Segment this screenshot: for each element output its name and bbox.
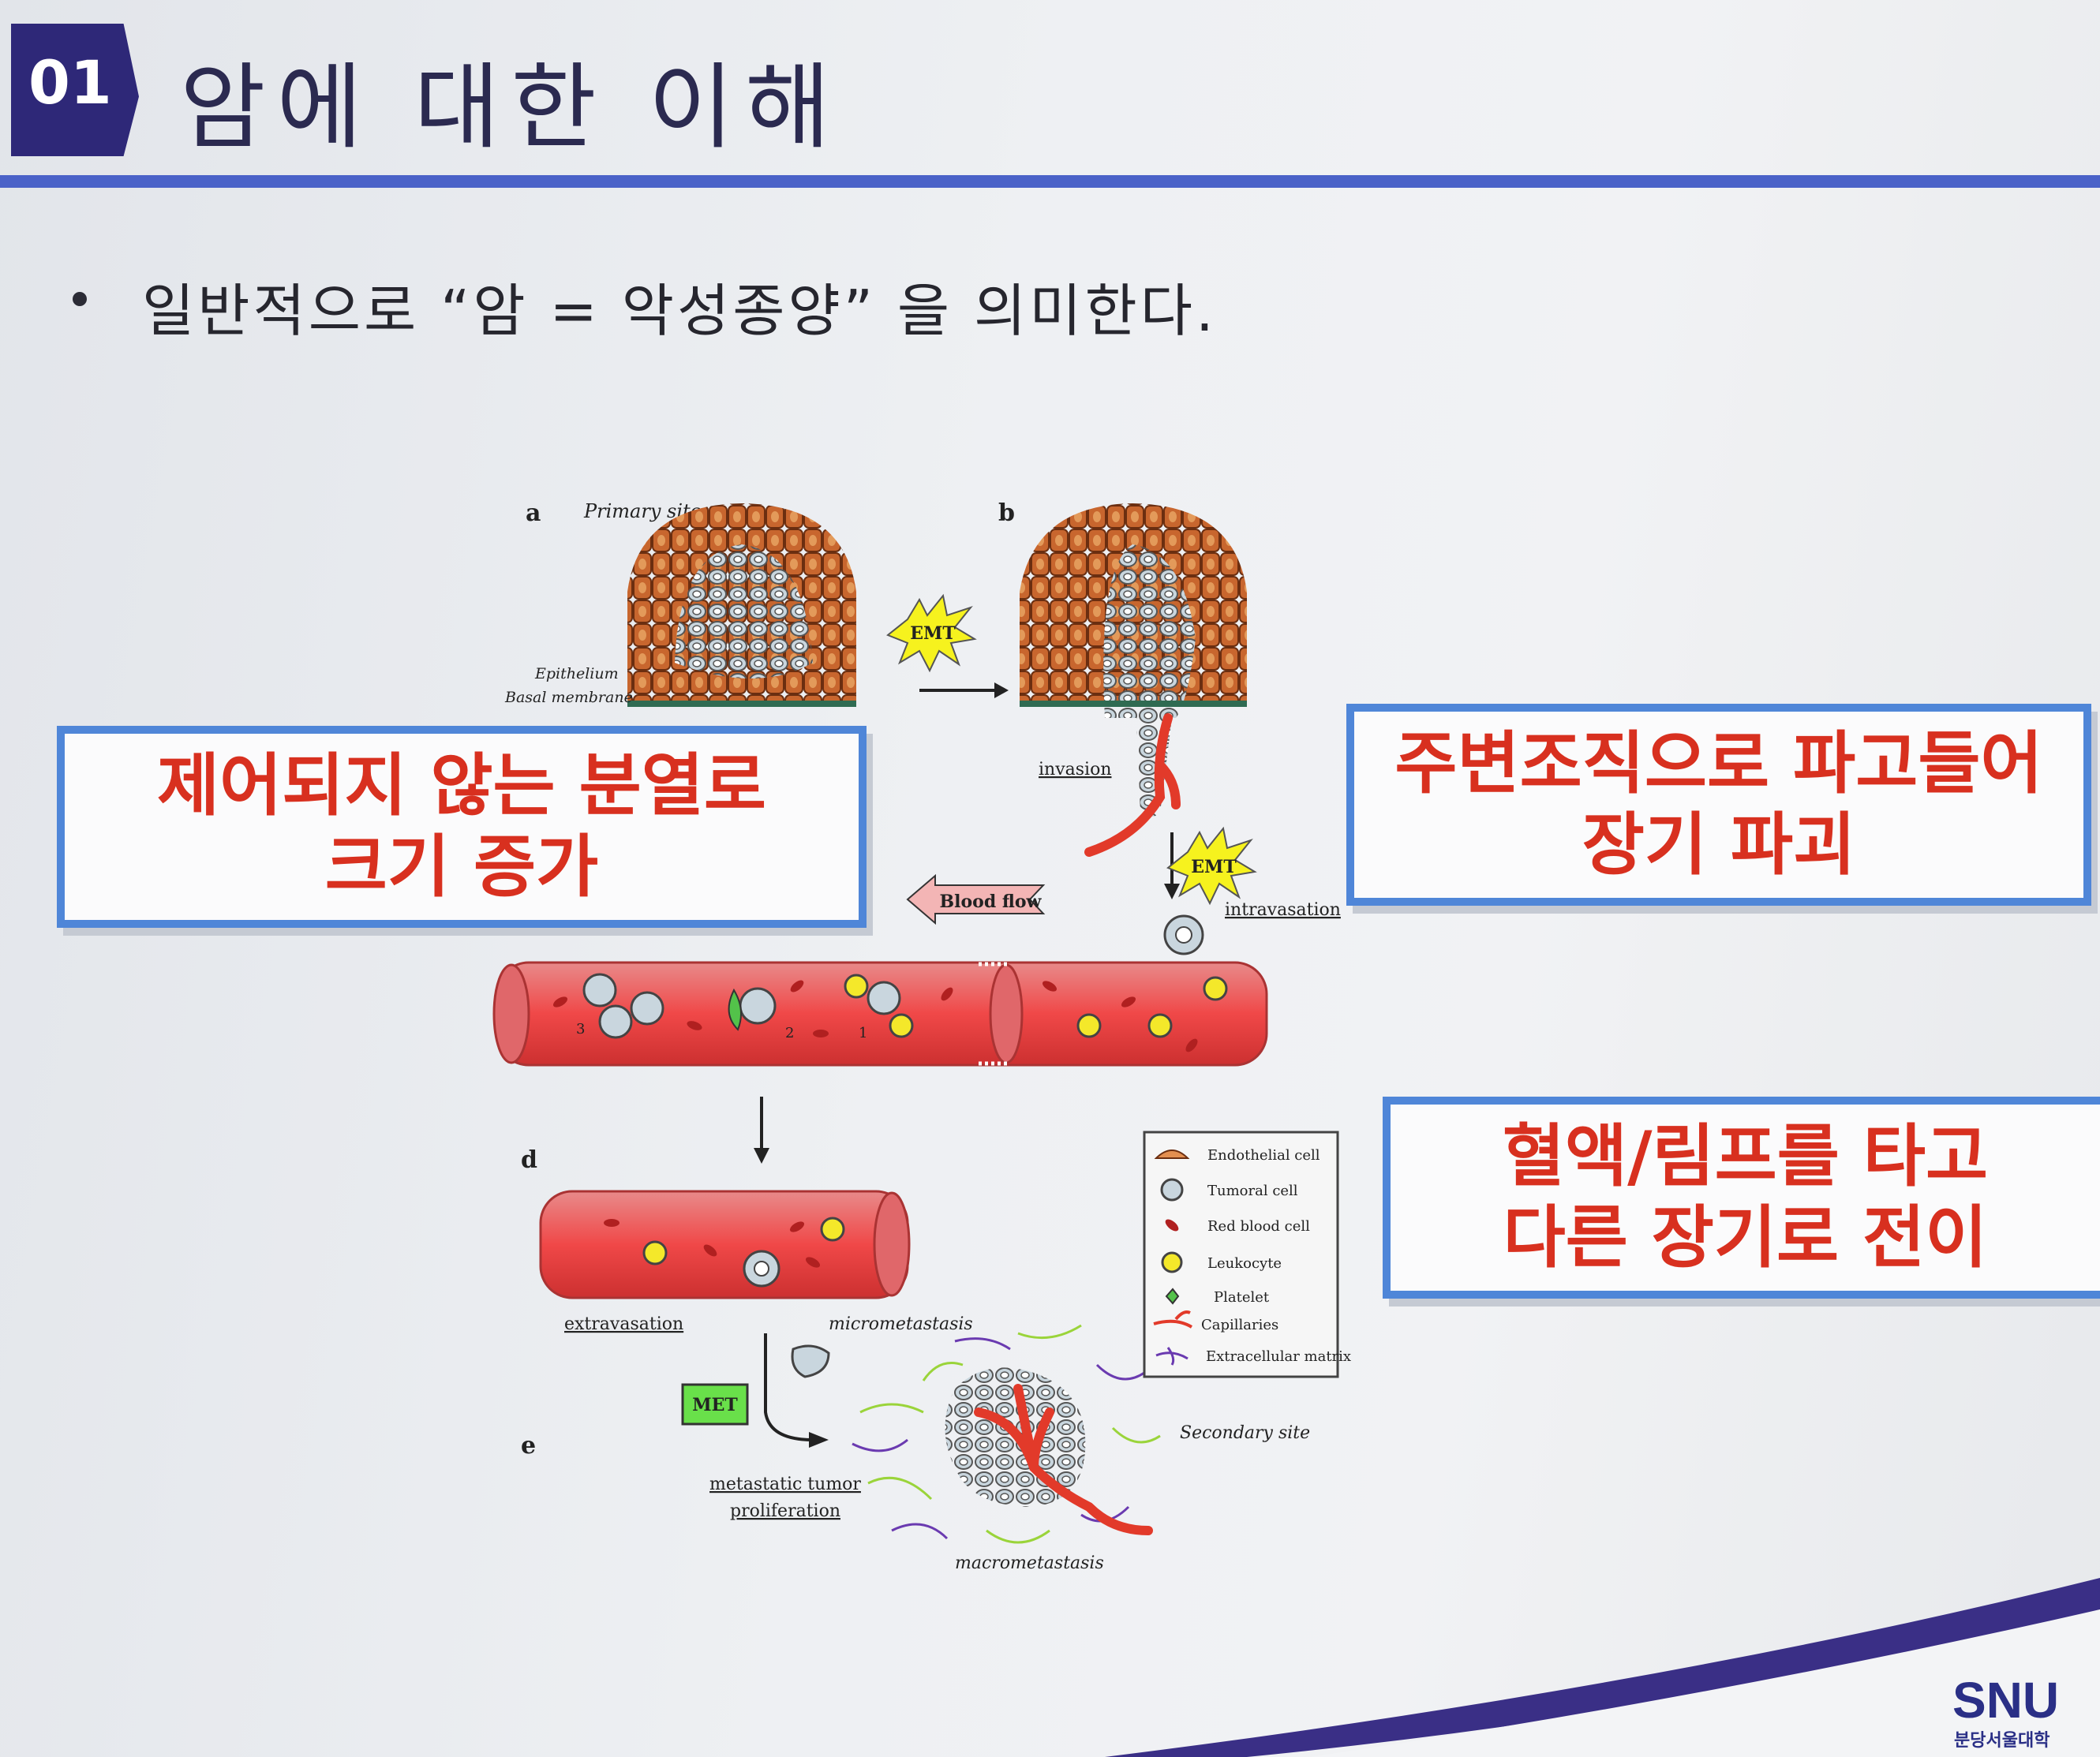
figure-svg: a Primary site Epithelium Basal membrane… [492, 499, 1351, 1573]
arrow-c-to-d-head [754, 1148, 769, 1164]
legend-item: Red blood cell [1207, 1218, 1310, 1235]
vessel-num-3: 3 [576, 1021, 585, 1037]
section-number: 01 [28, 47, 112, 118]
epithelium-label: Epithelium [534, 665, 619, 682]
emt-burst-1 [886, 593, 977, 673]
arrow-met-head [809, 1432, 829, 1448]
micrometastasis-cell [791, 1344, 830, 1378]
legend-icons [1153, 1150, 1193, 1366]
header-divider [0, 175, 2100, 188]
callout-invasion: 주변조직으로 파고들어 장기 파괴 [1346, 704, 2091, 906]
legend-item: Leukocyte [1207, 1255, 1282, 1272]
intravasation-label: intravasation [1225, 900, 1341, 920]
tumor-mass-b [1103, 544, 1196, 718]
legend-item: Endothelial cell [1207, 1147, 1320, 1164]
legend-item: Capillaries [1201, 1317, 1278, 1333]
invasion-label: invasion [1039, 760, 1112, 779]
vessel-c-cells [552, 973, 1228, 1052]
snu-logo: SNU [1952, 1672, 2060, 1729]
tumor-mass-a [675, 544, 813, 679]
vessel-num-2: 2 [785, 1025, 794, 1041]
bullet-icon [73, 292, 87, 306]
emt-burst-2 [1166, 826, 1257, 906]
callout-line: 주변조직으로 파고들어 [1394, 723, 2043, 803]
macrometastasis-label: macrometastasis [955, 1553, 1104, 1573]
callout-metastasis: 혈액/림프를 타고 다른 장기로 전이 [1383, 1097, 2100, 1299]
callout-line: 혈액/림프를 타고 [1502, 1116, 1989, 1196]
section-number-badge: 01 [11, 24, 139, 156]
blood-flow-arrow [906, 873, 1046, 925]
panel-a-label: a [526, 499, 541, 527]
met-box [681, 1383, 749, 1426]
legend-item: Platelet [1214, 1289, 1270, 1306]
callout-line: 장기 파괴 [1582, 806, 1856, 884]
vessel-num-1: 1 [859, 1025, 867, 1041]
callout-line: 크기 증가 [324, 828, 599, 907]
panel-e-label: e [521, 1432, 536, 1460]
metastatic-label-1: metastatic tumor [709, 1475, 861, 1494]
snu-logo-subtitle: 분당서울대학 [1954, 1731, 2050, 1751]
page-title: 암에 대한 이해 [180, 53, 842, 162]
cancer-metastasis-figure: a Primary site Epithelium Basal membrane… [481, 481, 1389, 1586]
micrometastasis-label: micrometastasis [829, 1314, 973, 1334]
extravasation-label: extravasation [564, 1314, 683, 1334]
capillary-b [1084, 713, 1181, 857]
intravasating-cell-nucleus [1175, 926, 1192, 944]
blood-flow-label: Blood flow [940, 892, 1043, 912]
vessel-d-opening [873, 1191, 911, 1297]
callout-line: 제어되지 않는 분열로 [157, 746, 766, 825]
arrow-b-down-head [1164, 884, 1180, 899]
metastatic-label-2: proliferation [730, 1501, 840, 1521]
panel-d-label: d [521, 1146, 537, 1174]
callout-line: 다른 장기로 전이 [1503, 1198, 1988, 1277]
bullet-text: 일반적으로 “암 = 악성종양” 을 의미한다. [142, 278, 1217, 344]
panel-b-label: b [998, 499, 1015, 527]
basal-membrane-b [1020, 701, 1247, 707]
arrow-a-to-b-head [994, 682, 1009, 698]
bottom-swoosh [1105, 1578, 2100, 1757]
vessel-c-opening-left [492, 963, 530, 1064]
vessel-c-opening-right [989, 963, 1024, 1064]
emt-label-2: EMT [1191, 857, 1237, 877]
vessel-d-cells [604, 1217, 845, 1288]
basal-membrane-label: Basal membrane [504, 689, 633, 706]
blood-vessel-d [539, 1190, 909, 1299]
capillary-e [974, 1384, 1153, 1535]
legend-item: Extracellular matrix [1206, 1348, 1351, 1365]
basal-membrane-a [627, 701, 856, 707]
secondary-site-label: Secondary site [1180, 1423, 1310, 1443]
met-label: MET [692, 1395, 738, 1415]
emt-label-1: EMT [910, 623, 956, 644]
legend-item: Tumoral cell [1207, 1183, 1298, 1199]
callout-uncontrolled-division: 제어되지 않는 분열로 크기 증가 [57, 726, 867, 928]
